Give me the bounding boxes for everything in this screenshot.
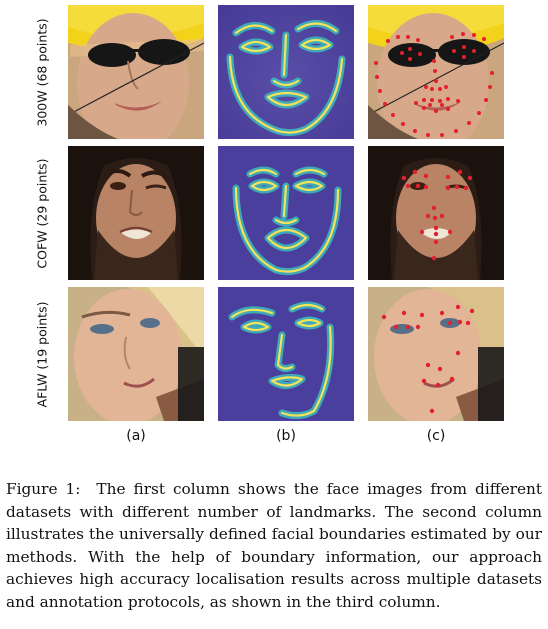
figure-number: Figure 1: <box>6 480 81 498</box>
caption-text: The first column shows the face images f… <box>6 480 542 611</box>
image-cofw-face <box>68 146 204 280</box>
row-label-cofw: COFW (29 points) <box>34 157 50 269</box>
column-label-c: (c) <box>426 428 446 444</box>
landmarks-300w <box>368 5 504 139</box>
image-300w-face <box>68 5 204 139</box>
boundary-map-cofw <box>218 146 354 280</box>
landmarks-aflw <box>368 287 504 421</box>
row-label-aflw: AFLW (19 points) <box>34 301 50 407</box>
figure-caption: Figure 1: The first column shows the fac… <box>6 478 542 613</box>
boundary-map-aflw <box>218 287 354 421</box>
image-aflw-face <box>68 287 204 421</box>
figure: 300W (68 points) COFW (29 points) AFLW (… <box>34 5 504 444</box>
column-label-a: (a) <box>126 428 146 444</box>
column-label-b: (b) <box>276 428 296 444</box>
row-label-300w: 300W (68 points) <box>34 17 50 127</box>
landmarks-cofw <box>368 146 504 280</box>
boundary-map-300w <box>218 5 354 139</box>
